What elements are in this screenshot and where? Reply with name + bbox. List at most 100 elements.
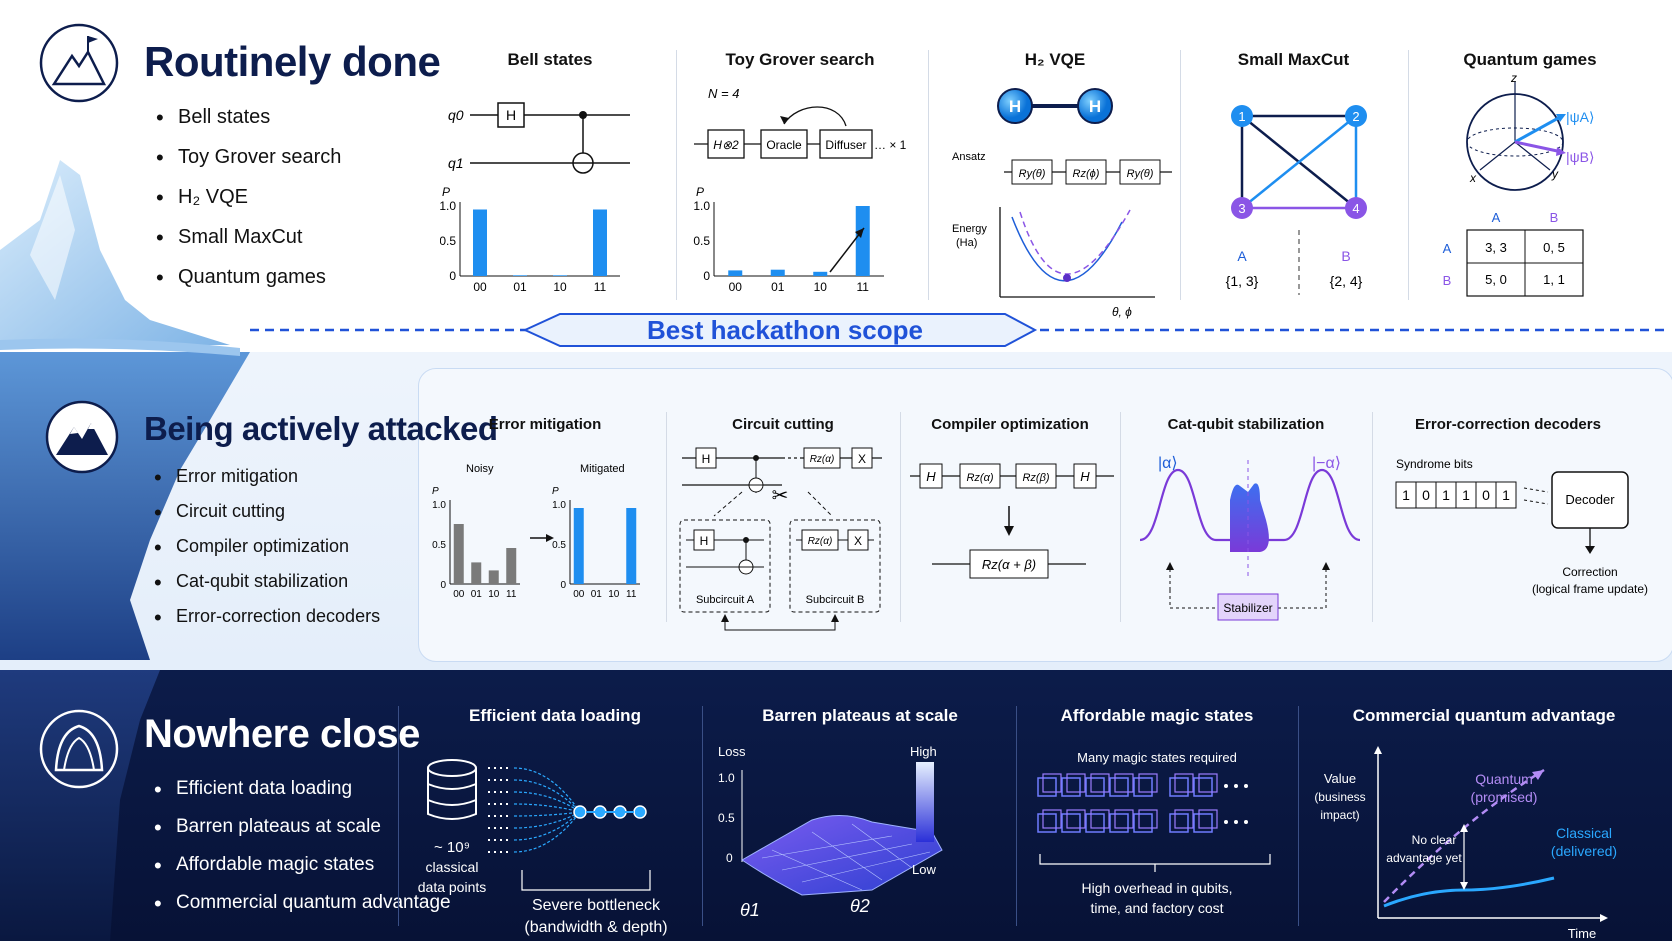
y-tick-label: 1.0 [693,199,710,213]
y-tick-label: 0.5 [440,234,456,248]
p-axis-label: P [442,185,450,199]
correction-sub-label: (logical frame update) [1532,582,1648,596]
divider [666,412,667,622]
panel-decoders-title: Error-correction decoders [1415,416,1601,433]
bar-01 [770,269,785,276]
sub-a-h-gate: H [700,534,709,548]
panel-magic-title: Affordable magic states [1060,706,1254,725]
magic-cube-back [1090,773,1110,793]
x-tick-label: 00 [573,589,585,600]
magic-cube [1109,777,1129,797]
value-axis-label: Value [1324,771,1356,786]
advantage-panel: Value (business impact) Quantum (promise… [1314,746,1617,941]
y-tick-label: 0.5 [552,540,566,551]
funnel-line [513,803,581,813]
cave-icon [39,709,119,789]
x-tick-label: 10 [553,280,567,294]
magic-cube-back [1174,773,1194,793]
bar-11 [593,209,607,276]
qubit-node [573,805,587,819]
magic-cube [1085,813,1105,833]
x-tick-label: 01 [771,280,785,294]
funnel-line [513,779,581,813]
panel-loading-title: Efficient data loading [469,706,641,725]
bar-11 [855,206,870,276]
y-tick-label: 0.5 [693,234,710,248]
funnel-line [513,811,581,817]
magic-cube [1133,813,1153,833]
bar-01 [513,275,527,276]
list-item: Circuit cutting [148,500,380,536]
barren-panel: Loss 1.0 0.5 0 θ1 θ2 High Low [718,744,943,920]
compiler-gate: H [1080,469,1090,484]
scissors-icon: ✂ [772,485,789,507]
magic-cube [1037,777,1057,797]
value-axis-sub2: impact) [1320,808,1359,822]
magic-cube [1061,777,1081,797]
list-item: Quantum games [150,265,341,306]
ellipsis-dot [1224,820,1228,824]
maxcut-node-1: 1 [1238,109,1245,124]
atom-h-right: H [1089,97,1101,116]
divider [1298,706,1299,926]
magic-cube [1037,813,1057,833]
divider [1408,50,1409,300]
magic-cube-back [1066,773,1086,793]
list-item: Barren plateaus at scale [148,815,451,854]
tier-routine-title: Routinely done [144,38,441,85]
magic-cube-back [1042,773,1062,793]
payoff-cell: 3, 3 [1485,240,1507,255]
cut-x-gate: X [858,452,866,466]
quantum-sub-label: (promised) [1471,789,1538,805]
divider [676,50,677,300]
payoff-row-b: B [1443,273,1452,288]
syndrome-bit: 1 [1462,487,1470,503]
bar-00 [453,524,464,584]
list-item: Error mitigation [148,465,380,501]
grover-n-label: N = 4 [708,86,739,101]
energy-label: Energy [952,223,987,235]
payoff-col-a: A [1492,210,1501,225]
list-item: Bell states [150,105,341,146]
sub-b-x-gate: X [854,534,862,548]
p-axis-label: P [432,486,439,497]
compiler-gate: H [926,469,936,484]
bar-11 [626,508,637,584]
time-axis-label: Time [1568,926,1596,941]
panel-grover-title: Toy Grover search [725,50,875,69]
x-tick-label: 10 [488,589,500,600]
psi-b-label: |ψB⟩ [1566,149,1594,165]
y-tick-label: 0.5 [432,540,446,551]
bar-10 [553,275,567,276]
y-tick-label: 1.0 [552,500,566,511]
syndrome-bit: 0 [1482,487,1490,503]
bar-11 [506,548,517,584]
funnel-line [513,791,581,813]
vqe-xaxis-label: θ, ϕ [1112,305,1132,319]
magic-cube [1193,813,1213,833]
syndrome-bit: 1 [1402,487,1410,503]
cut-rz-gate: Rz(α) [810,454,835,465]
divider [1372,412,1373,622]
divider [900,412,901,622]
list-item: Commercial quantum advantage [148,891,451,930]
loss-label: Loss [718,744,746,759]
atom-h-left: H [1009,97,1021,116]
x-tick-label: 00 [473,280,487,294]
repeat-label: … × 1 [874,138,907,152]
x-tick-label: 11 [857,280,870,294]
magic-cube [1109,813,1129,833]
x-tick-label: 00 [729,280,743,294]
funnel-line [513,811,581,853]
list-item: Efficient data loading [148,777,451,816]
cat-panel: |α⟩ |−α⟩ Stabilizer [1139,455,1361,621]
payoff-cell: 5, 0 [1485,272,1507,287]
ellipsis-dot [1234,784,1238,788]
ansatz-gate-2: Rz(ϕ) [1073,168,1100,180]
magic-cube [1169,813,1189,833]
overhead-label: High overhead in qubits, [1081,880,1233,896]
